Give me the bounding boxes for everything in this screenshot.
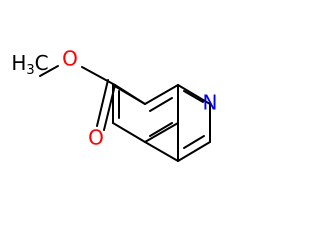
- aromatic-inner-bond: [183, 90, 204, 103]
- o-carbonyl-bond: [81, 66, 116, 86]
- carbonyl-oxygen-label: O: [88, 126, 104, 150]
- ester-oxygen-label: O: [62, 47, 78, 71]
- aromatic-inner-bond: [183, 135, 205, 149]
- methyl-label: H3C: [11, 51, 48, 78]
- ring-bond: [112, 84, 146, 105]
- ring-bond: [177, 141, 211, 162]
- ring-bond: [144, 84, 179, 105]
- ring-bond: [177, 84, 211, 105]
- aromatic-inner-bond: [149, 122, 173, 137]
- aromatic-inner-bond: [149, 97, 173, 112]
- methyl-o-bond: [39, 65, 59, 77]
- ring-bond: [144, 122, 179, 143]
- carbonyl-double-bond-b: [96, 79, 109, 127]
- ring-bond: [112, 122, 146, 143]
- ring-bond: [144, 141, 179, 162]
- ring-nitrogen-label: N: [203, 91, 218, 115]
- methyl-isoquinoline-7-carboxylate-structure: H3C O O N: [11, 47, 218, 162]
